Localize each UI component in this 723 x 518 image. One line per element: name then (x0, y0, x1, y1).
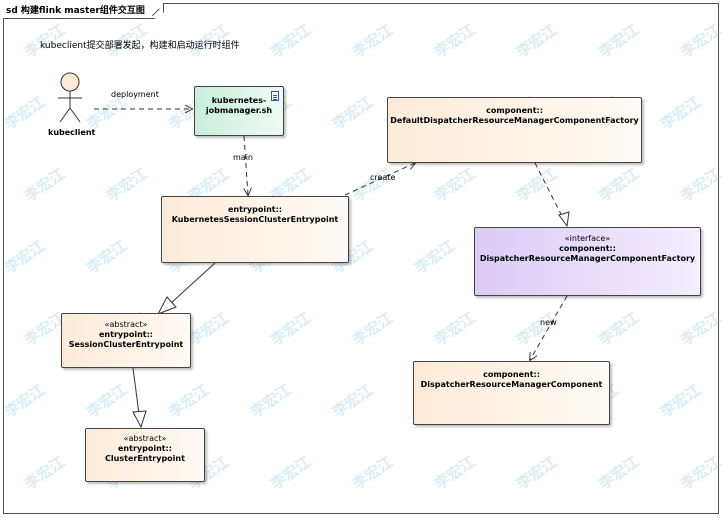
node-jobmanager-line2: jobmanager.sh (205, 106, 273, 115)
node-interface-line1: component:: (559, 244, 616, 253)
edge-label-new: new (540, 318, 557, 327)
diagram-note: kubeclient提交部署发起，构建和启动运行时组件 (40, 41, 240, 51)
edge-generalization-1-arrowhead (156, 296, 177, 315)
edge-create (344, 163, 415, 196)
node-interface-stereotype: «interface» (564, 234, 611, 243)
actor-label: kubeclient (48, 128, 96, 137)
node-jobmanager-script[interactable]: kubernetes- jobmanager.sh (194, 86, 284, 136)
node-cluster-line2: ClusterEntrypoint (105, 454, 185, 463)
edge-label-main: main (233, 153, 253, 162)
edge-new (530, 295, 568, 360)
node-session-cluster-entrypoint[interactable]: «abstract» entrypoint:: SessionClusterEn… (61, 313, 191, 368)
node-k8s-entrypoint-line2: KubernetesSessionClusterEntrypoint (171, 215, 339, 224)
node-cluster-line1: entrypoint:: (118, 444, 172, 453)
node-dispatcher-resource-manager-component[interactable]: component:: DispatcherResourceManagerCom… (413, 361, 610, 425)
node-jobmanager-line1: kubernetes- (211, 96, 267, 105)
node-session-line2: SessionClusterEntrypoint (68, 340, 184, 349)
edge-label-deployment: deployment (111, 90, 159, 99)
edge-generalization-2-arrowhead (132, 410, 147, 429)
edge-generalization-2 (132, 367, 140, 415)
node-k8s-entrypoint-line1: entrypoint:: (228, 205, 282, 214)
artifact-icon (271, 91, 279, 101)
diagram-title: sd 构建flink master组件交互图 (3, 3, 164, 19)
edge-generalization-1 (169, 262, 216, 305)
node-component-line1: component:: (483, 370, 540, 379)
node-dispatcher-factory-interface[interactable]: «interface» component:: DispatcherResour… (474, 227, 701, 296)
actor-kubeclient[interactable]: kubeclient (48, 72, 96, 137)
node-component-line2: DispatcherResourceManagerComponent (420, 380, 603, 389)
node-session-line1: entrypoint:: (99, 330, 153, 339)
edge-realization-arrowhead (558, 211, 570, 228)
node-cluster-stereotype: «abstract» (123, 434, 167, 443)
edge-main (243, 135, 248, 195)
diagram-frame (3, 3, 719, 514)
node-kubernetes-session-cluster-entrypoint[interactable]: entrypoint:: KubernetesSessionClusterEnt… (161, 196, 349, 263)
node-cluster-entrypoint[interactable]: «abstract» entrypoint:: ClusterEntrypoin… (85, 428, 205, 482)
edge-label-create: create (370, 173, 396, 182)
node-default-factory-line1: component:: (486, 106, 543, 115)
actor-figure-icon (58, 72, 82, 123)
node-default-dispatcher-factory[interactable]: component:: DefaultDispatcherResourceMan… (387, 97, 642, 163)
node-session-stereotype: «abstract» (104, 320, 148, 329)
node-interface-line2: DispatcherResourceManagerComponentFactor… (479, 254, 696, 263)
node-default-factory-line2: DefaultDispatcherResourceManagerComponen… (390, 116, 639, 125)
